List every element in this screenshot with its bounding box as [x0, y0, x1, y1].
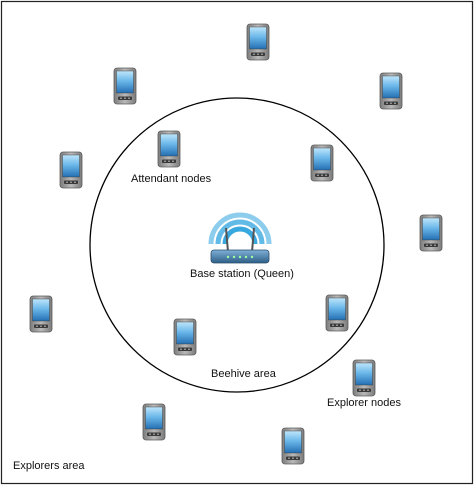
- beehive-area-label: Beehive area: [211, 368, 277, 380]
- explorer-node: [29, 295, 53, 333]
- explorer-node: [352, 359, 376, 397]
- explorer-node: [113, 67, 137, 105]
- explorer-node: [379, 72, 403, 110]
- explorer-node: [246, 23, 270, 61]
- beehive-area-circle: [89, 97, 385, 393]
- attendant-node: [157, 130, 181, 168]
- explorer-node: [142, 403, 166, 441]
- explorer-node: [281, 427, 305, 465]
- attendant-nodes-label: Attendant nodes: [131, 173, 212, 185]
- base-station-router-icon: [208, 212, 272, 264]
- explorer-node: [59, 151, 83, 189]
- attendant-node: [310, 144, 334, 182]
- explorers-area-label: Explorers area: [13, 460, 85, 472]
- explorer-nodes-label: Explorer nodes: [327, 397, 401, 409]
- attendant-node: [173, 318, 197, 356]
- base-station-label: Base station (Queen): [190, 268, 294, 280]
- attendant-node: [325, 294, 349, 332]
- explorer-node: [419, 214, 443, 252]
